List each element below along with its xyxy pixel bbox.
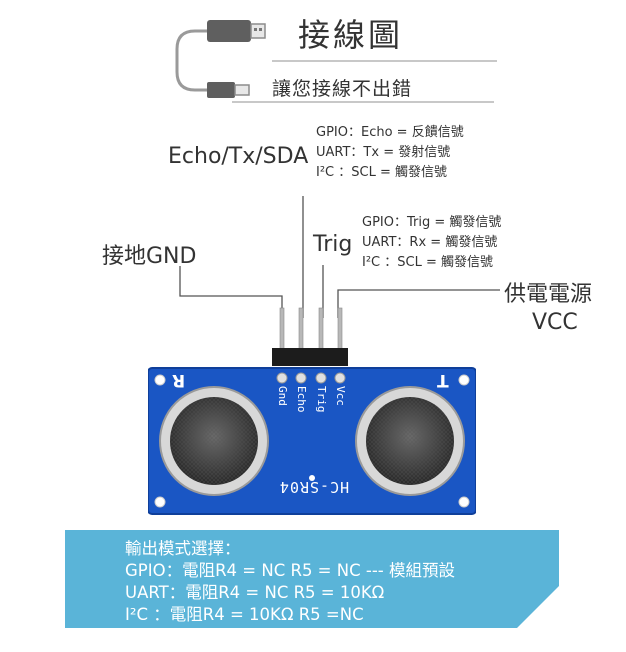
info-line-i2c: I²C ：電阻R4 = 10KΩ R5 =NC bbox=[125, 605, 364, 624]
board-model: HC-SR04 bbox=[278, 478, 350, 496]
page-subtitle: 讓您接線不出錯 bbox=[272, 78, 413, 100]
vcc-label-cn: 供電電源 bbox=[504, 282, 593, 307]
board-mark-r: R bbox=[172, 370, 186, 390]
info-line-uart: UART：電阻R4 = NC R5 = 10KΩ bbox=[125, 583, 385, 602]
pin-label-trig: Trig bbox=[315, 386, 328, 413]
vcc-label-en: VCC bbox=[532, 310, 578, 335]
info-text: 輸出模式選擇： GPIO：電阻R4 = NC R5 = NC --- 模組預設 … bbox=[125, 538, 455, 626]
hc-sr04-board bbox=[148, 307, 476, 515]
trig-note-i2c: I²C ：SCL = 觸發信號 bbox=[362, 255, 493, 270]
gnd-line bbox=[179, 266, 283, 318]
pin-label-gnd: Gnd bbox=[276, 386, 289, 406]
echo-pin-label: Echo/Tx/SDA bbox=[168, 144, 309, 169]
title-divider bbox=[272, 60, 497, 62]
echo-note-uart: UART：Tx = 發射信號 bbox=[316, 145, 451, 160]
echo-note-gpio: GPIO：Echo = 反饋信號 bbox=[316, 125, 464, 140]
usb-cable-icon bbox=[175, 20, 266, 98]
trig-notes: GPIO：Trig = 觸發信號 UART：Rx = 觸發信號 I²C ：SCL… bbox=[362, 213, 501, 273]
pin-label-echo: Echo bbox=[295, 386, 308, 413]
info-line-gpio: GPIO：電阻R4 = NC R5 = NC --- 模組預設 bbox=[125, 561, 455, 580]
trig-pin-label: Trig bbox=[313, 232, 353, 257]
gnd-pin-label: 接地GND bbox=[102, 244, 197, 269]
echo-notes: GPIO：Echo = 反饋信號 UART：Tx = 發射信號 I²C ：SCL… bbox=[316, 123, 464, 183]
page-title: 接線圖 bbox=[298, 16, 404, 54]
pin-label-vcc: Vcc bbox=[334, 386, 347, 406]
info-line-heading: 輸出模式選擇： bbox=[125, 539, 241, 558]
board-mark-t: T bbox=[437, 370, 449, 390]
info-box bbox=[65, 530, 559, 628]
board-pin-labels: Gnd Echo Trig Vcc bbox=[276, 386, 356, 436]
trig-note-gpio: GPIO：Trig = 觸發信號 bbox=[362, 215, 502, 230]
subtitle-divider bbox=[232, 101, 494, 103]
trig-note-uart: UART：Rx = 觸發信號 bbox=[362, 235, 498, 250]
echo-note-i2c: I²C ：SCL = 觸發信號 bbox=[316, 165, 447, 180]
